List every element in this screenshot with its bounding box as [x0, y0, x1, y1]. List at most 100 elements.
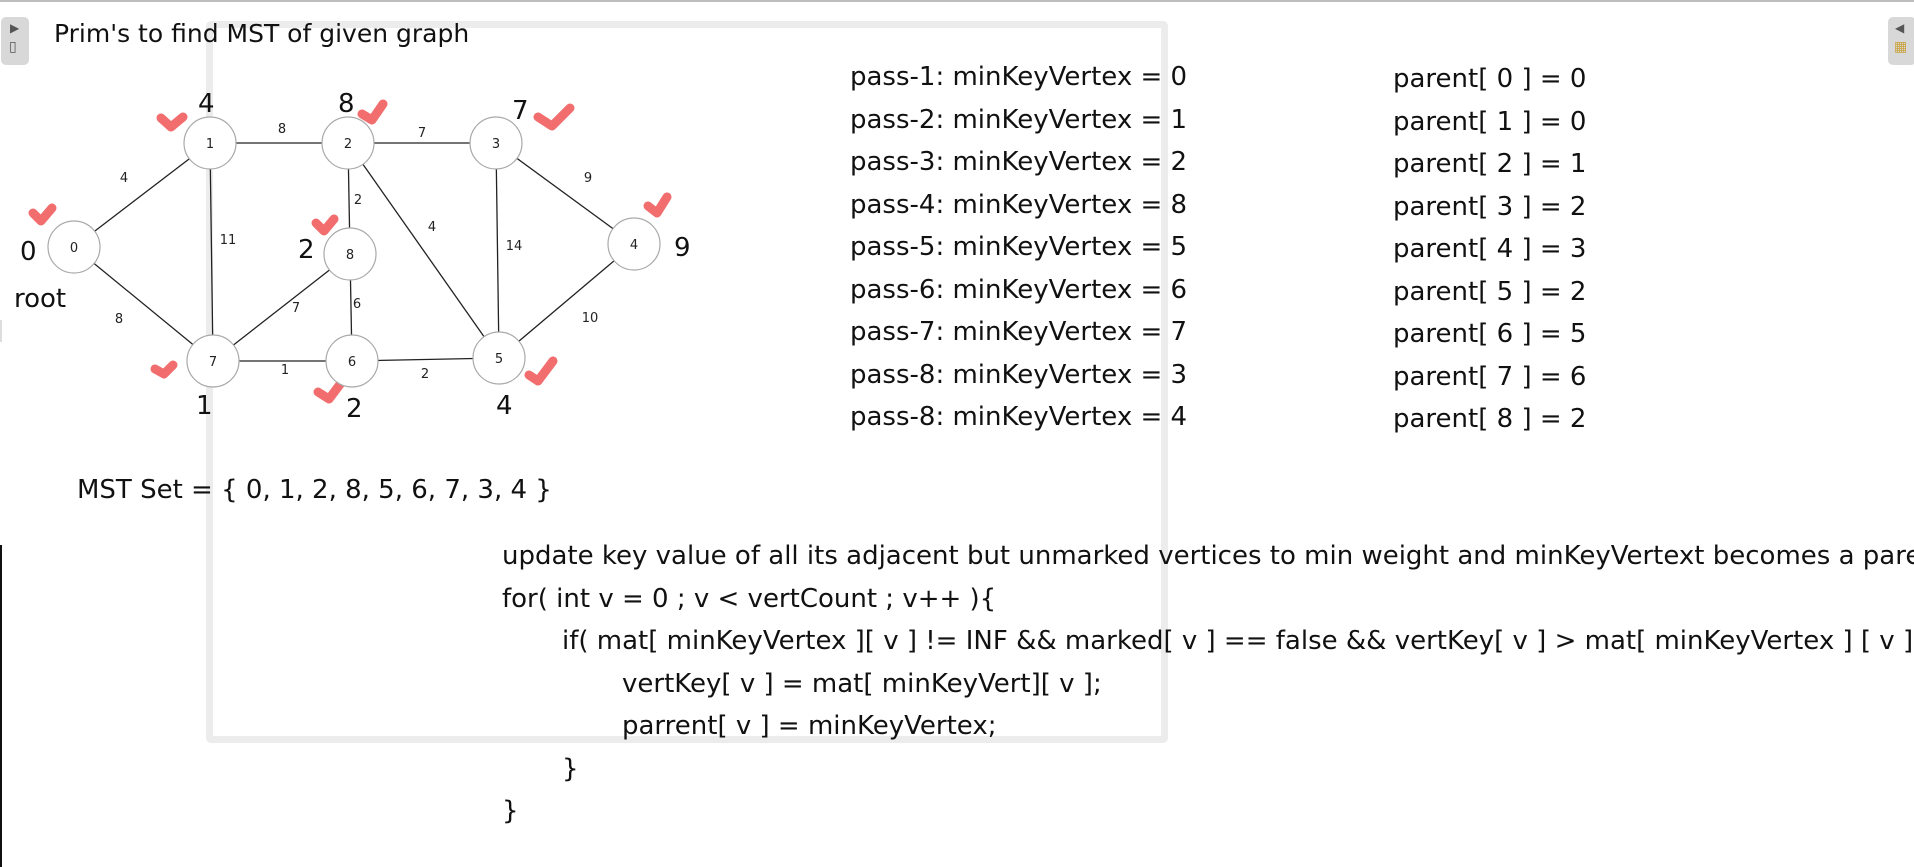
node-key-labels: 0 4 8 7 9 4 2 1 2 — [20, 89, 691, 424]
check-mark-icon — [150, 360, 178, 379]
pass-line: pass-4: minKeyVertex = 8 — [850, 189, 1188, 220]
pass-line: pass-7: minKeyVertex = 7 — [850, 317, 1188, 347]
left-edge-line — [0, 545, 2, 867]
check-mark-icon — [524, 356, 558, 386]
edge-1-7 — [209, 142, 214, 362]
check-mark-icon — [28, 203, 57, 226]
code-line: } — [502, 796, 519, 826]
node-7: 7 — [186, 334, 240, 388]
parent-line: parent[ 1 ] = 0 — [1393, 106, 1587, 137]
pass-line: pass-5: minKeyVertex = 5 — [850, 232, 1188, 262]
check-mark-icon — [156, 112, 188, 132]
edge-weight-2-8: 2 — [354, 193, 362, 208]
collapse-arrow-icon: ◀ — [1895, 21, 1905, 35]
code-line: if( mat[ minKeyVertex ][ v ] != INF && m… — [562, 626, 1914, 656]
page-title: Prim's to find MST of given graph — [54, 19, 470, 48]
parent-line: parent[ 6 ] = 5 — [1393, 319, 1587, 349]
code-line: parrent[ v ] = minKeyVertex; — [622, 711, 997, 741]
parent-line: parent[ 7 ] = 6 — [1393, 361, 1587, 392]
key-label-n8: 2 — [298, 235, 315, 265]
edge-weight-3-4: 9 — [584, 171, 592, 186]
edge-2-5 — [347, 142, 500, 359]
pass-line: pass-8: minKeyVertex = 4 — [850, 402, 1188, 432]
parent-line: parent[ 4 ] = 3 — [1393, 234, 1587, 264]
graph-nodes: 0 1 2 3 4 5 6 7 8 — [47, 116, 661, 388]
node-label: 8 — [346, 248, 354, 263]
key-label-n2: 8 — [338, 89, 355, 119]
edge-3-4 — [495, 142, 635, 245]
key-label-n7: 1 — [196, 391, 213, 421]
edge-8-7 — [212, 253, 351, 362]
code-line: update key value of all its adjacent but… — [502, 541, 1914, 571]
key-label-n3: 7 — [512, 96, 529, 126]
left-panel-handle[interactable]: ▶ ▯ — [1, 17, 29, 65]
right-panel-handle[interactable]: ◀ ▦ — [1888, 17, 1914, 65]
node-label: 2 — [344, 137, 352, 152]
node-label: 4 — [630, 238, 638, 253]
node-5: 5 — [472, 331, 526, 385]
parent-line: parent[ 2 ] = 1 — [1393, 149, 1587, 179]
edge-weight-6-5: 2 — [421, 367, 429, 382]
left-edge-tick — [0, 320, 2, 342]
pass-line: pass-8: minKeyVertex = 3 — [850, 359, 1188, 390]
node-4: 4 — [607, 217, 661, 271]
node-0: 0 — [47, 220, 101, 274]
code-line: for( int v = 0 ; v < vertCount ; v++ ){ — [502, 583, 997, 614]
node-label: 5 — [495, 352, 503, 367]
edge-4-5 — [498, 243, 635, 359]
node-label: 3 — [492, 137, 500, 152]
node-1: 1 — [183, 116, 237, 170]
edge-weight-1-2: 8 — [278, 122, 286, 137]
node-circle — [186, 334, 240, 388]
edge-weight-3-5: 14 — [506, 239, 523, 254]
node-circle — [323, 227, 377, 281]
edge-weight-8-7: 7 — [292, 301, 300, 316]
edge-0-1 — [73, 142, 211, 248]
edge-3-5 — [495, 142, 500, 359]
node-circle — [325, 334, 379, 388]
node-label: 1 — [206, 137, 214, 152]
node-label: 0 — [70, 241, 78, 256]
edge-weight-4-5: 10 — [582, 311, 599, 326]
edge-weight-2-3: 7 — [418, 126, 426, 141]
edge-weight-2-5: 4 — [428, 220, 436, 235]
tools-icon: ▦ — [1894, 39, 1908, 55]
top-border — [0, 0, 1914, 2]
key-label-n1: 4 — [198, 89, 215, 119]
check-mark-icon — [643, 192, 672, 218]
check-mark-icon — [533, 103, 575, 131]
pass-line: pass-3: minKeyVertex = 2 — [850, 147, 1188, 177]
parent-line: parent[ 3 ] = 2 — [1393, 191, 1587, 222]
check-mark-icon — [313, 378, 346, 404]
node-6: 6 — [325, 334, 379, 388]
node-circle — [607, 217, 661, 271]
node-2: 2 — [321, 116, 375, 170]
node-circle — [469, 116, 523, 170]
node-circle — [183, 116, 237, 170]
expand-arrow-icon: ▶ — [10, 21, 20, 35]
parent-line: parent[ 0 ] = 0 — [1393, 64, 1587, 94]
edge-weight-0-7: 8 — [115, 312, 123, 327]
key-label-n0: 0 — [20, 237, 37, 267]
key-label-n4: 9 — [674, 233, 691, 263]
edge-weight-0-1: 4 — [120, 171, 128, 186]
root-label: root — [14, 284, 66, 314]
page-icon: ▯ — [9, 39, 17, 55]
check-mark-icon — [357, 99, 388, 125]
check-mark-icon — [311, 214, 339, 236]
parent-line: parent[ 5 ] = 2 — [1393, 276, 1587, 307]
key-label-n6: 2 — [346, 394, 363, 424]
node-8: 8 — [323, 227, 377, 281]
code-line: } — [562, 753, 579, 784]
node-3: 3 — [469, 116, 523, 170]
code-line: vertKey[ v ] = mat[ minKeyVert][ v ]; — [622, 668, 1102, 699]
node-circle — [472, 331, 526, 385]
edge-weight-1-7: 11 — [220, 233, 237, 248]
node-circle — [321, 116, 375, 170]
pass-line: pass-6: minKeyVertex = 6 — [850, 274, 1188, 305]
visited-marks — [28, 99, 672, 404]
mst-set-text: MST Set = { 0, 1, 2, 8, 5, 6, 7, 3, 4 } — [77, 475, 552, 505]
pass-line: pass-2: minKeyVertex = 1 — [850, 104, 1188, 135]
